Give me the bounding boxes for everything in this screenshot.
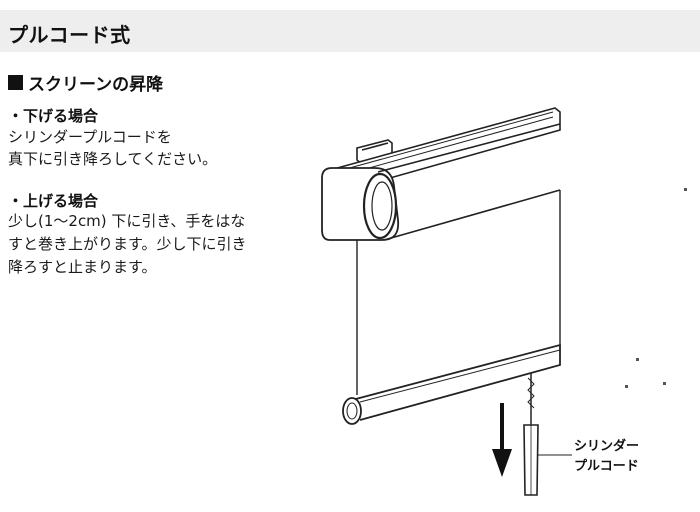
lower-heading: ・下げる場合	[8, 107, 99, 125]
cord-label-line-2: プルコード	[574, 459, 639, 474]
cord-label-line-1: シリンダー	[574, 439, 640, 454]
black-square-icon	[8, 75, 23, 90]
raise-text-line-1: 少し(1〜2cm) 下に引き、手をはな	[8, 212, 246, 230]
raise-heading: ・上げる場合	[8, 192, 99, 210]
lower-text-line-2: 真下に引き降ろしてください。	[8, 150, 218, 168]
header-bar	[0, 10, 700, 52]
section-title: スクリーンの昇降	[28, 75, 164, 95]
screen-fabric	[356, 190, 561, 395]
decorative-marks	[625, 188, 687, 388]
section-heading: スクリーンの昇降	[8, 70, 163, 95]
roller-blind-illustration	[321, 107, 687, 496]
page-title: プルコード式	[8, 23, 131, 47]
bottom-bar	[342, 343, 561, 425]
raise-text-line-3: 降ろすと止まります。	[8, 258, 157, 276]
roller-housing	[321, 123, 561, 241]
down-arrow-icon	[492, 403, 512, 477]
cylinder-pull-cord	[523, 373, 572, 496]
lower-text-line-1: シリンダープルコードを	[8, 128, 172, 146]
cylinder-pull-cord-label: シリンダー プルコード	[574, 437, 639, 477]
raise-text-line-2: すと巻き上がります。少し下に引き	[8, 235, 247, 253]
